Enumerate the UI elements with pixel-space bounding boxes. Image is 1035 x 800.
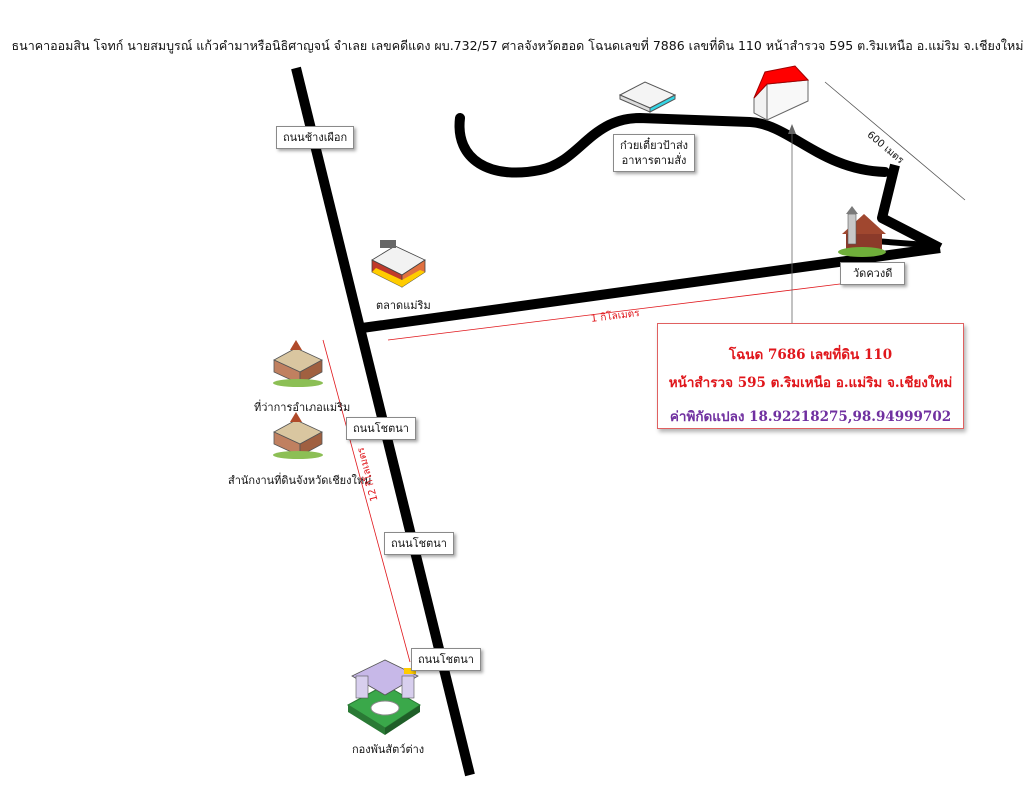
- road-label-chotana-3: ถนนโชตนา: [411, 648, 481, 671]
- distance-line-1km: [387, 283, 841, 341]
- pointer-arrow-icon: [788, 124, 796, 134]
- temple-icon: [838, 206, 886, 257]
- army-label: กองพันสัตว์ต่าง: [352, 743, 425, 756]
- road-label-chotana-2: ถนนโชตนา: [384, 532, 454, 555]
- noodle-shop-label: ก๋วยเตี๋ยวป้าส่ง อาหารตามสั่ง: [613, 134, 696, 172]
- header-title: ธนาคาออมสิน โจทก์ นายสมบูรณ์ แก้วคำมาหรื…: [11, 38, 1024, 53]
- land-office-label: สำนักงานที่ดินจังหวัดเชียงใหม่: [228, 474, 372, 487]
- district-office-label: ที่ว่าการอำเภอแม่ริม: [254, 401, 351, 414]
- market-label: ตลาดแม่ริม: [376, 299, 431, 312]
- wat-label: วัดควงดี: [840, 262, 906, 285]
- shop-building-icon: [618, 81, 677, 113]
- road-to-wat: [361, 243, 941, 333]
- info-coordinates: ค่าพิกัดแปลง 18.92218275,98.94999702: [669, 409, 952, 425]
- district-office-icon: [273, 340, 323, 387]
- distance-line-12km: [322, 339, 411, 663]
- road-label-chotana-1: ถนนโชตนา: [346, 417, 416, 440]
- land-info-box: โฉนด 7686 เลขที่ดิน 110 หน้าสำรวจ 595 ต.…: [657, 323, 964, 429]
- info-title-deed: โฉนด 7686 เลขที่ดิน 110: [728, 347, 893, 363]
- noodle-shop-label-line2: อาหารตามสั่ง: [621, 154, 687, 167]
- road-wat-loop: [877, 163, 943, 253]
- info-survey-location: หน้าสำรวจ 595 ต.ริมเหนือ อ.แม่ริม จ.เชีย…: [668, 375, 953, 391]
- road-top-curve: [454, 112, 890, 178]
- land-office-icon: [273, 412, 323, 459]
- distance-line-600m: [824, 81, 966, 201]
- road-label-chang-phueak: ถนนช้างเผือก: [276, 126, 355, 149]
- army-base-icon: [347, 659, 421, 735]
- market-building-icon: [371, 240, 426, 288]
- noodle-shop-label-line1: ก๋วยเตี๋ยวป้าส่ง: [620, 139, 689, 152]
- target-house-icon: [753, 65, 810, 121]
